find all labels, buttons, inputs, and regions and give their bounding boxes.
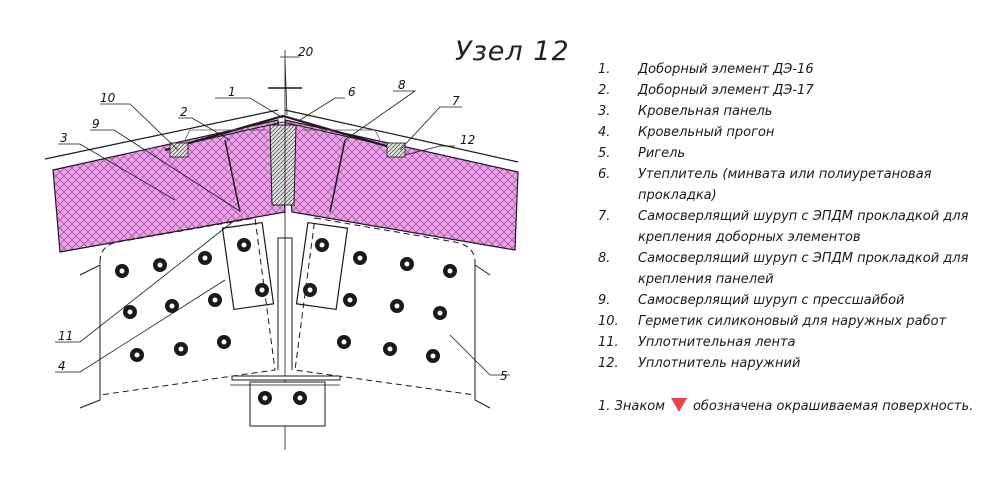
legend-item: 6.Утеплитель (минвата или полиуретановая…	[598, 167, 932, 203]
painted-surface-note: 1. Знаком обозначена окрашиваемая поверхн…	[598, 396, 973, 414]
bolt-hole	[387, 346, 393, 352]
bottom-plate	[249, 381, 326, 427]
callout-8: 8	[398, 78, 406, 92]
bolt-hole	[319, 242, 325, 248]
bolt-hole	[259, 287, 265, 293]
callout-20: 20	[298, 45, 314, 59]
bolt-hole	[430, 353, 436, 359]
bolt-hole	[241, 242, 247, 248]
ridge-flashing	[164, 114, 401, 152]
callout-5: 5	[500, 369, 508, 383]
bolt-hole	[394, 303, 400, 309]
callout-12: 12	[460, 133, 475, 147]
legend-item: 7.Самосверлящий шуруп с ЭПДМ прокладкой …	[598, 209, 969, 245]
callout-10: 10	[100, 91, 116, 105]
bolt-hole	[437, 310, 443, 316]
legend-item: 8.Самосверлящий шуруп с ЭПДМ прокладкой …	[598, 251, 969, 287]
bolt-hole	[307, 287, 313, 293]
legend-item: 1.Доборный элемент ДЭ-16	[598, 62, 814, 77]
legend-item: 2.Доборный элемент ДЭ-17	[598, 83, 814, 98]
note-prefix: 1. Знаком	[598, 399, 665, 414]
bolt-hole	[347, 297, 353, 303]
bolt-hole	[447, 268, 453, 274]
bolt-hole	[134, 352, 140, 358]
callout-1: 1	[228, 85, 236, 99]
callout-9: 9	[92, 117, 100, 131]
legend-item: 9.Самосверлящий шуруп с прессшайбой	[598, 293, 905, 308]
legend-list: 1.Доборный элемент ДЭ-16 2.Доборный элем…	[598, 59, 1003, 374]
panel-top-right	[284, 109, 519, 163]
bolt-hole	[127, 309, 133, 315]
bolt-hole	[297, 395, 303, 401]
legend-item: 12.Уплотнитель наружний	[598, 356, 801, 371]
callout-7: 7	[452, 94, 460, 108]
callout-4: 4	[58, 359, 66, 373]
roof-node-drawing: 20 1 6 8 10 2 7 9 12 3 11 4 5	[44, 45, 519, 450]
bolt-hole	[157, 262, 163, 268]
bolt-hole	[357, 255, 363, 261]
legend-item: 11.Уплотнительная лента	[598, 335, 796, 350]
legend-item: 4.Кровельный прогон	[598, 125, 775, 140]
callout-2: 2	[180, 105, 188, 119]
seal-right	[386, 142, 406, 158]
ridge-insulation	[269, 124, 297, 206]
callout-3: 3	[60, 131, 68, 145]
purlin-left	[221, 221, 275, 311]
drawing-title: Узел 12	[455, 36, 570, 67]
bolt-hole	[404, 261, 410, 267]
bolt-hole	[262, 395, 268, 401]
bolt-hole	[212, 297, 218, 303]
bolt-hole	[169, 303, 175, 309]
legend-item: 3.Кровельная панель	[598, 104, 773, 119]
paint-marker-icon	[670, 398, 687, 412]
bolt-hole	[119, 268, 125, 274]
bolt-hole	[202, 255, 208, 261]
callout-6: 6	[348, 85, 356, 99]
ridge-flashing-inner	[189, 121, 376, 144]
callout-11: 11	[58, 329, 73, 343]
legend-item: 5.Ригель	[598, 146, 686, 161]
bolt-hole	[221, 339, 227, 345]
note-suffix: обозначена окрашиваемая поверхность.	[692, 399, 974, 414]
bolt-hole	[341, 339, 347, 345]
beam-left	[99, 217, 276, 396]
legend-item: 10.Герметик силиконовый для наружных раб…	[598, 314, 947, 329]
purlin-right	[295, 221, 349, 311]
bolt-hole	[178, 346, 184, 352]
